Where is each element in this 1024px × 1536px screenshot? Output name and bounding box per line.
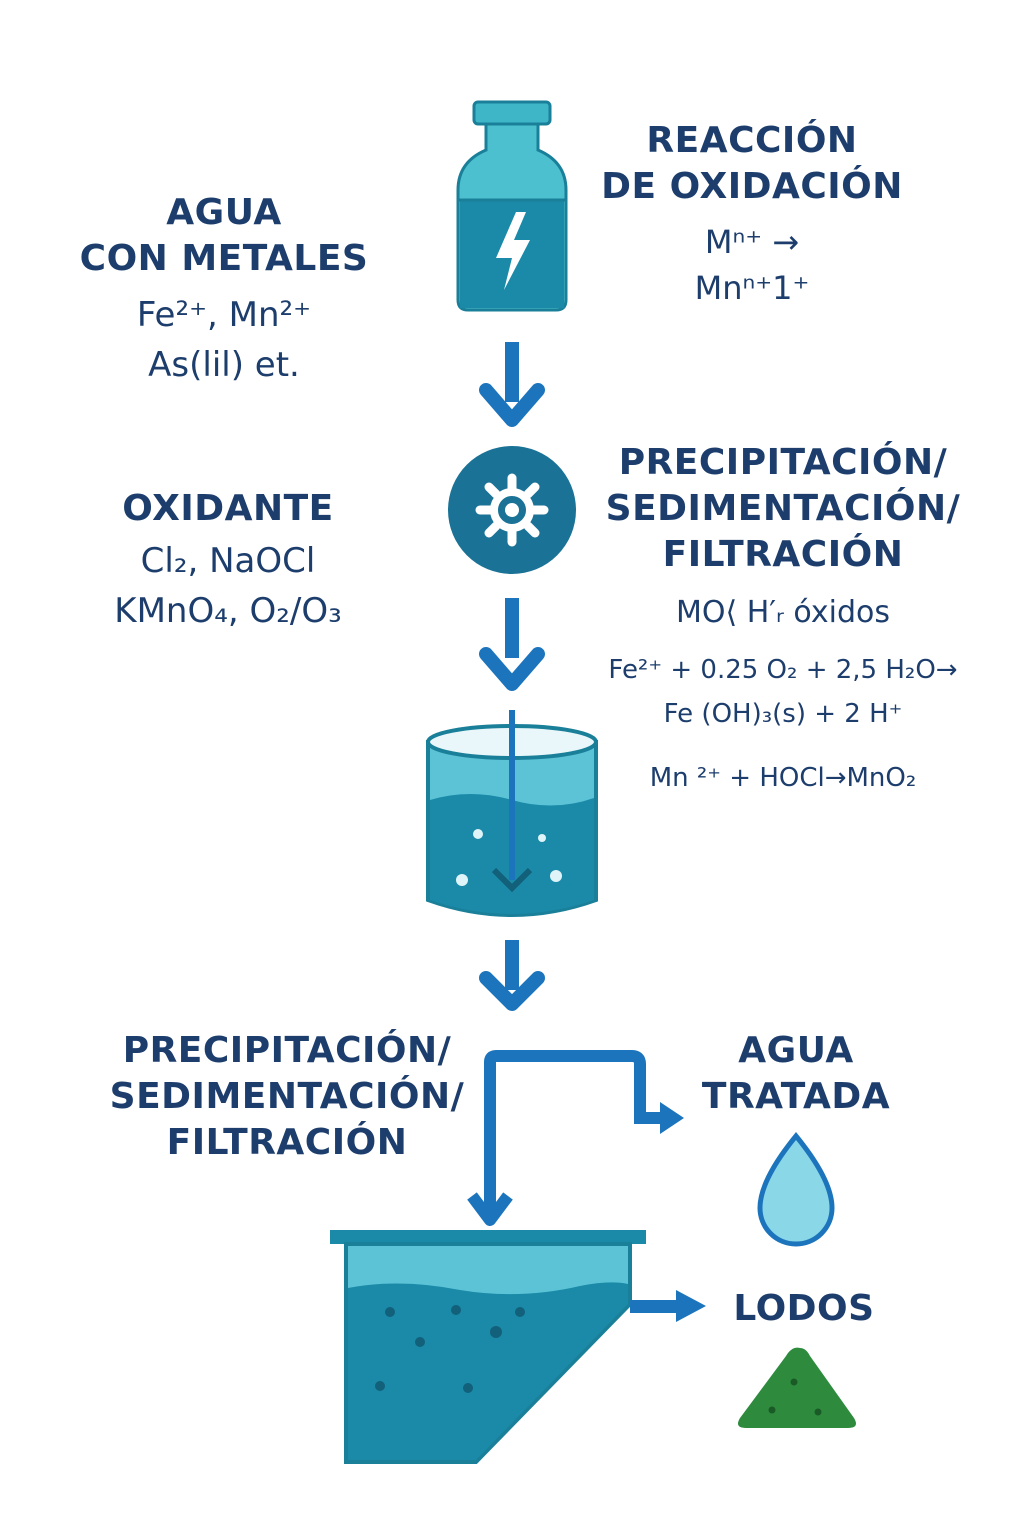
manganese-equation: Mn ²⁺ + HOCl→MnO₂ xyxy=(649,763,917,793)
input-metals-line2: As(lil) et. xyxy=(148,345,300,385)
oxidant-list-line2: KMnO₄, O₂/O₃ xyxy=(114,591,342,631)
oxidation-equation-line1: Mⁿ⁺ → xyxy=(704,223,800,261)
middle-stage-title-line2: SEDIMENTACIÓN/ xyxy=(605,488,961,529)
sludge-arrow xyxy=(630,1290,706,1322)
input-title-line2: CON METALES xyxy=(79,238,369,279)
flow-arrow-3 xyxy=(479,940,545,1011)
gear-icon xyxy=(448,446,576,574)
oxides-label: MO⟨ H′ᵣ óxidos xyxy=(676,595,890,630)
sludge-label: LODOS xyxy=(733,1288,875,1329)
middle-stage-title-line1: PRECIPITACIÓN/ xyxy=(618,442,948,483)
oxidant-title: OXIDANTE xyxy=(122,488,334,529)
flow-arrow-1 xyxy=(479,342,545,427)
flow-arrow-2 xyxy=(479,598,545,691)
treated-water-label-line1: AGUA xyxy=(738,1030,854,1071)
oxidant-list-line1: Cl₂, NaOCl xyxy=(140,541,316,581)
iron-equation-line1: Fe²⁺ + 0.25 O₂ + 2,5 H₂O→ xyxy=(608,655,958,685)
oxidation-title-line1: REACCIÓN xyxy=(646,120,858,161)
iron-equation-line2: Fe (OH)₃(s) + 2 H⁺ xyxy=(663,699,903,729)
oxidation-equation-line2: Mnⁿ⁺1⁺ xyxy=(694,269,810,307)
bottom-stage-title-line1: PRECIPITACIÓN/ xyxy=(122,1030,452,1071)
bottom-stage-title-line2: SEDIMENTACIÓN/ xyxy=(109,1076,465,1117)
treated-water-label-line2: TRATADA xyxy=(701,1076,891,1117)
sedimentation-basin-icon xyxy=(330,1230,646,1464)
settling-tank-icon xyxy=(426,710,598,917)
middle-stage-title-line3: FILTRACIÓN xyxy=(662,534,904,575)
sludge-pile-icon xyxy=(738,1347,856,1428)
input-title-line1: AGUA xyxy=(166,192,282,233)
split-flow-arrow xyxy=(467,1050,684,1226)
water-drop-icon xyxy=(757,1132,835,1247)
oxidation-title-line2: DE OXIDACIÓN xyxy=(601,166,903,207)
input-metals-line1: Fe²⁺, Mn²⁺ xyxy=(136,295,312,335)
bottom-stage-title-line3: FILTRACIÓN xyxy=(166,1122,408,1163)
bottle-icon xyxy=(456,100,568,312)
